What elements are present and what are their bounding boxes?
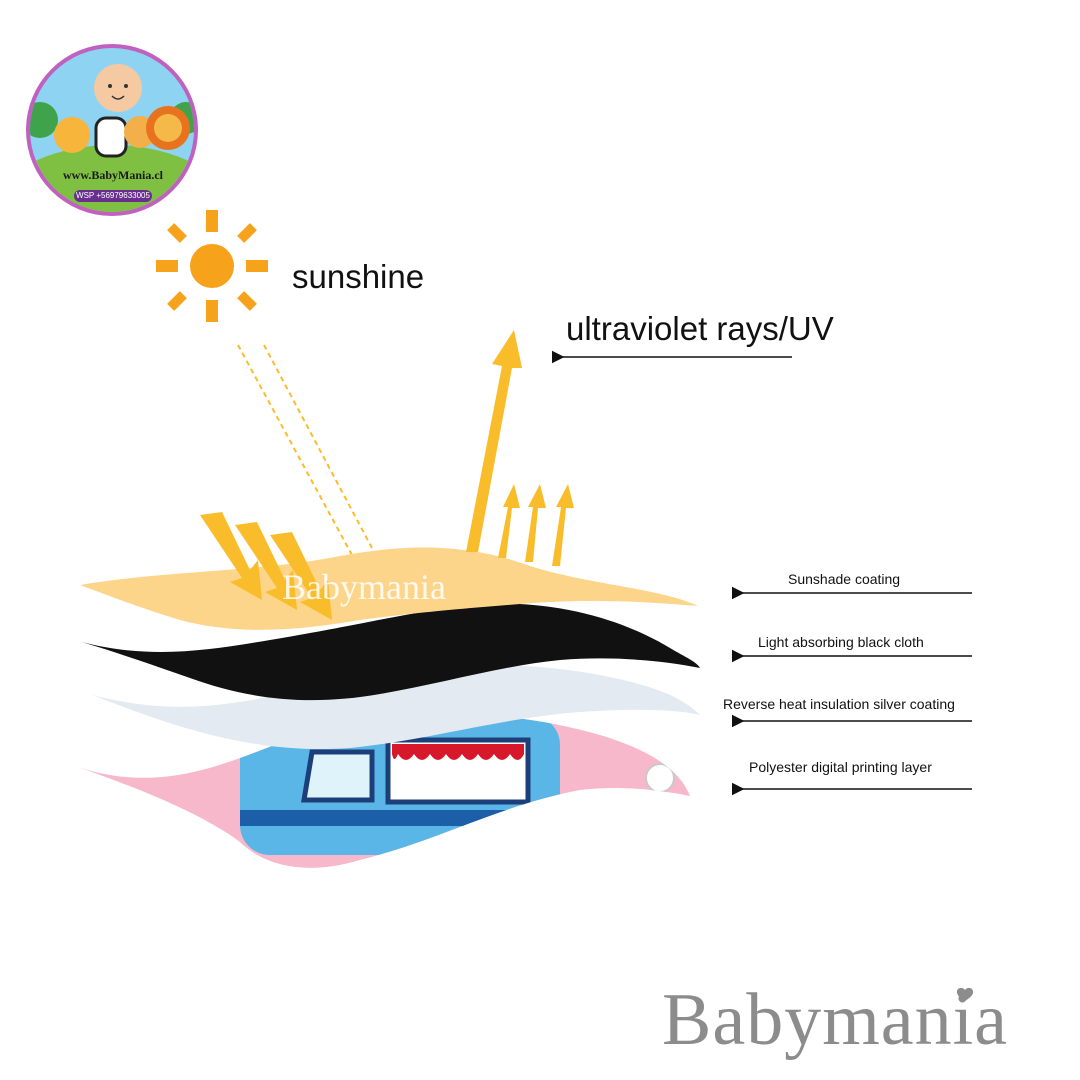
sun-icon — [156, 210, 268, 322]
layer-silver — [92, 665, 700, 750]
layer-label-black: Light absorbing black cloth — [758, 634, 924, 650]
reflected-uv-arrows — [466, 330, 574, 566]
blocked-ray-arrows — [200, 512, 332, 620]
tiger-icon — [54, 117, 90, 153]
logo-phone: WSP +56979633005 — [74, 190, 152, 202]
layer-black — [82, 603, 700, 701]
watermark-bottom: Babymania — [662, 979, 1009, 1061]
baby-face-icon — [94, 64, 142, 112]
logo-website: www.BabyMania.cl — [62, 168, 163, 182]
layer-label-printing: Polyester digital printing layer — [749, 759, 932, 775]
layer-sunshade — [80, 547, 698, 630]
incoming-ray-line — [237, 344, 353, 556]
incoming-ray-line — [263, 344, 373, 549]
watermark-center: Babymania — [282, 567, 446, 607]
sunshine-heading: sunshine — [292, 258, 425, 295]
zebra-icon — [94, 116, 128, 158]
brand-logo — [26, 44, 198, 216]
layer-label-silver: Reverse heat insulation silver coating — [723, 696, 955, 712]
uv-heading: ultraviolet rays/UV — [566, 310, 834, 347]
layer-label-sunshade: Sunshade coating — [788, 571, 901, 587]
heart-icon — [956, 987, 974, 1001]
